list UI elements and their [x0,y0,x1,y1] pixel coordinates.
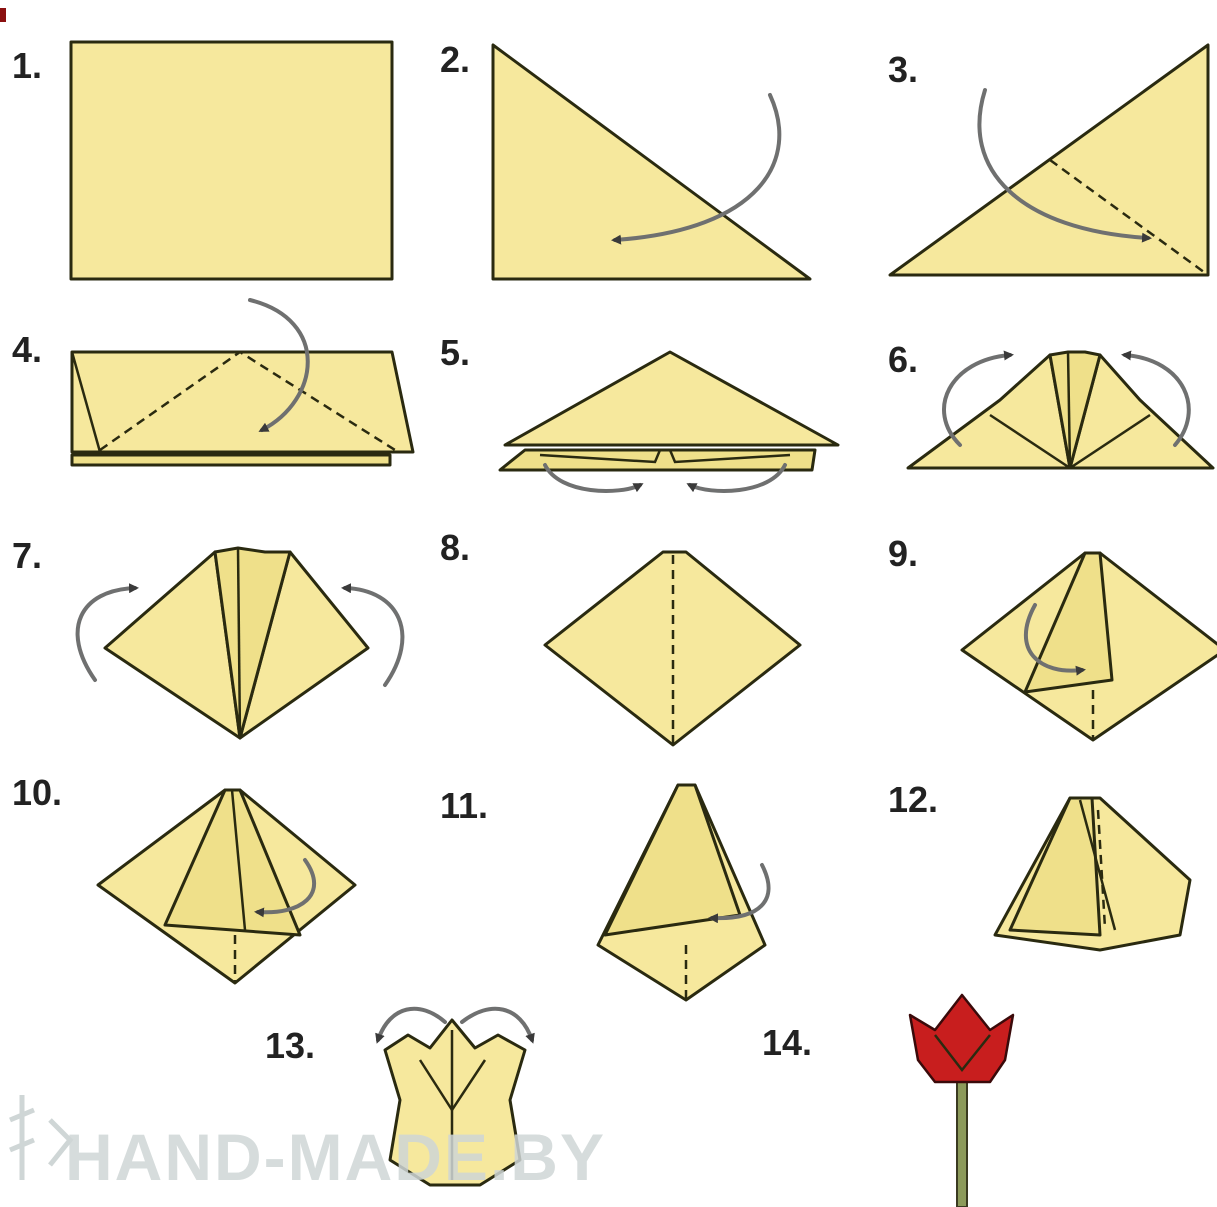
step-2: 2. [440,39,810,279]
square-paper [71,42,392,279]
watermark-text: HAND-MADE.BY [65,1120,606,1194]
step-10: 10. [12,772,355,983]
step-1-number: 1. [12,45,42,86]
step-7: 7. [12,535,402,738]
step-6: 6. [888,339,1213,468]
step-8-number: 8. [440,527,470,568]
corner-mark [0,8,6,22]
step-4: 4. [12,300,413,465]
watermark: HAND-MADE.BY [10,1095,606,1194]
step-2-number: 2. [440,39,470,80]
step-4-number: 4. [12,329,42,370]
watermark-logo-icon [10,1095,70,1180]
step-14: 14. [762,995,1013,1207]
step-8: 8. [440,527,800,745]
step-12: 12. [888,779,1190,950]
step-10-number: 10. [12,772,62,813]
tulip-stem [957,1080,967,1207]
step-11-number: 11. [440,785,488,826]
folded-rectangle [72,352,413,452]
step-3-number: 3. [888,49,918,90]
step-11: 11. [440,785,769,1000]
step-1: 1. [12,42,392,279]
step-12-number: 12. [888,779,938,820]
step-6-number: 6. [888,339,918,380]
step-9: 9. [888,533,1217,740]
front-flap [1010,798,1100,935]
step-14-number: 14. [762,1022,812,1063]
folded-layer [72,455,390,465]
step-5-number: 5. [440,332,470,373]
step-9-number: 9. [888,533,918,574]
folded-flap [605,785,740,935]
step-7-number: 7. [12,535,42,576]
step-13-number: 13. [265,1025,315,1066]
triangle-fold [493,45,810,279]
step-5: 5. [440,332,838,491]
left-arrow [378,1009,445,1040]
step-3: 3. [888,45,1208,275]
triangle-base [505,352,838,445]
